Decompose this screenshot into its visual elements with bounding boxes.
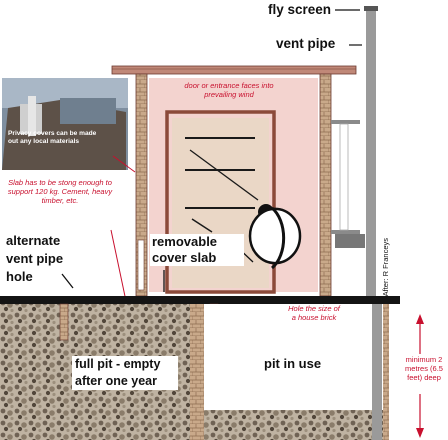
fly-screen-cap	[364, 6, 378, 11]
ground-slab	[0, 296, 400, 304]
pit-in-use-label: pit in use	[264, 356, 322, 371]
alternate-vent-label: alternate vent pipe hole	[6, 233, 64, 284]
fly-screen-label: fly screen	[268, 2, 332, 17]
hole-note: Hole the size of a house brick	[288, 304, 340, 322]
slab-note: Slab has to be stong enough to support 1…	[7, 178, 113, 205]
vent-pipe	[366, 8, 376, 298]
roof	[111, 65, 357, 75]
door-note: door or entrance faces into prevailing w…	[184, 81, 274, 99]
vent-pipe-label: vent pipe	[276, 36, 336, 51]
removable-slab-label: removable cover slab	[150, 234, 244, 266]
privacy-caption: Privacy covers can be made out any local…	[8, 130, 97, 145]
right-wall	[319, 73, 332, 297]
full-pit-label: full pit - empty after one year	[72, 356, 178, 390]
minimum-depth-note: minimum 2 metres (6.5 feet) deep	[405, 355, 443, 382]
credit-label: After: R Franceys	[381, 238, 390, 297]
door-frame	[165, 110, 276, 294]
